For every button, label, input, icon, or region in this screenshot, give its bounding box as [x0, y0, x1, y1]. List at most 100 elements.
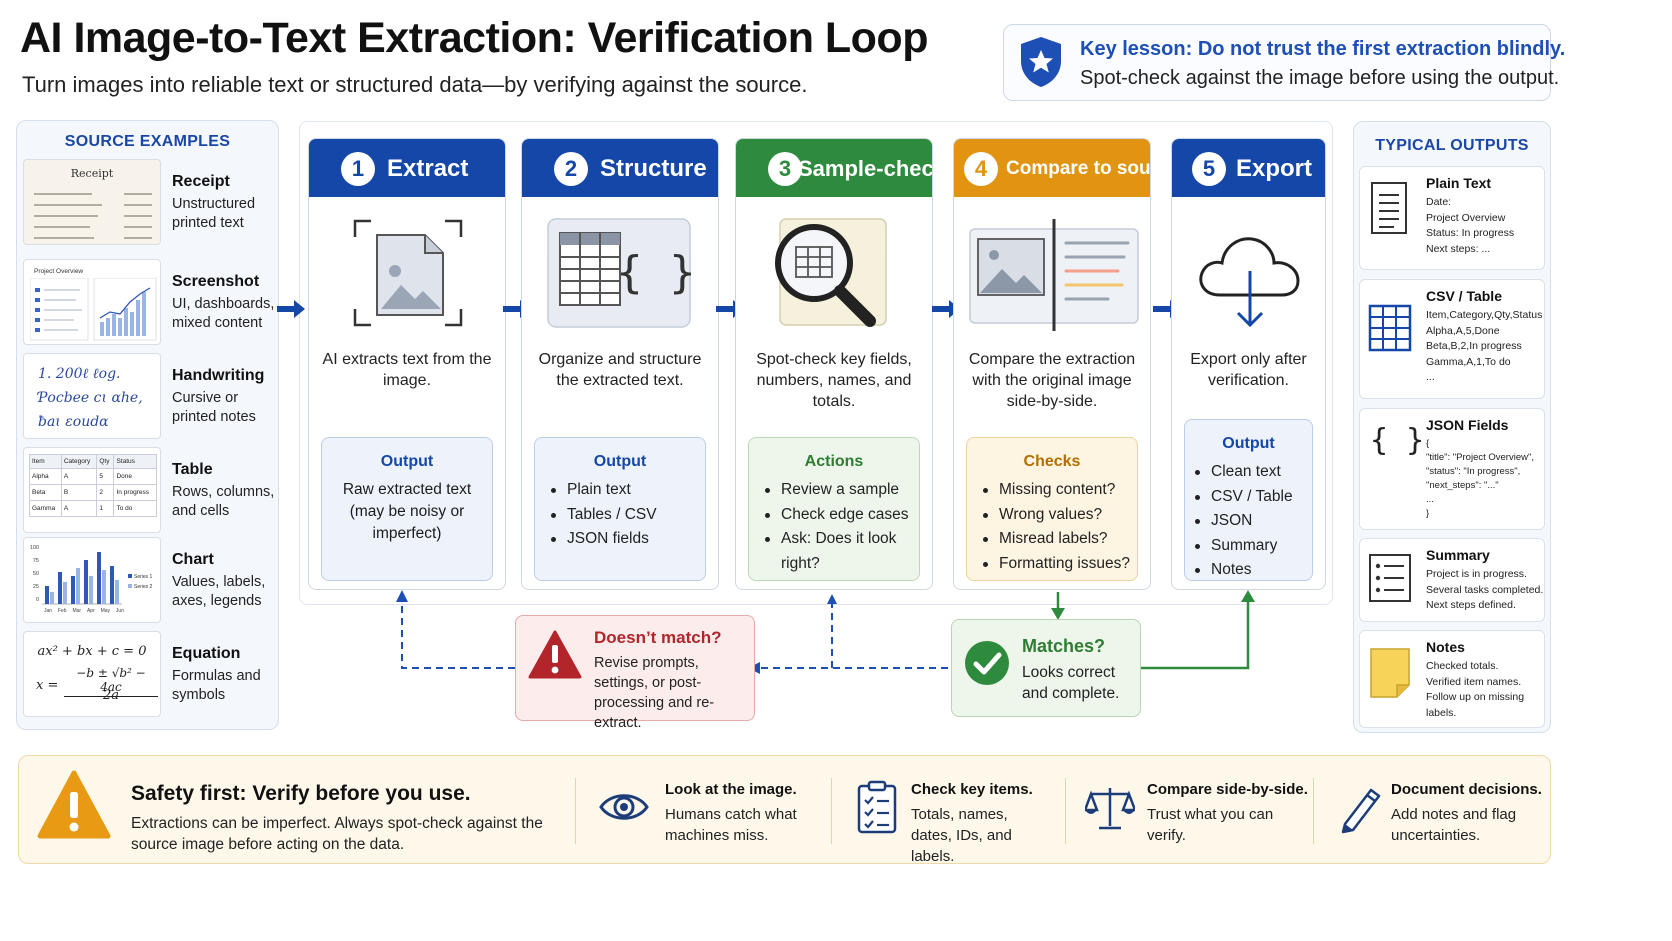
stage-output-title: Actions — [804, 453, 864, 470]
svg-text:{ }: { } — [616, 247, 694, 298]
output-item-summary: Summary Project is in progress. Several … — [1359, 538, 1545, 622]
page-subtitle: Turn images into reliable text or struct… — [22, 72, 808, 97]
output-sample: Date: Project Overview Status: In progre… — [1426, 196, 1515, 255]
source-name: Chart — [172, 551, 214, 568]
output-name: Plain Text — [1426, 175, 1492, 191]
output-sample: { "title": "Project Overview", "status":… — [1426, 438, 1534, 519]
tip-text: Totals, names, dates, IDs, and labels. — [911, 806, 1012, 865]
list-item: CSV / Table — [1195, 485, 1306, 510]
stage-output-box: Checks Missing content? Wrong values? Mi… — [966, 437, 1138, 581]
stage-output-list: Plain text Tables / CSV JSON fields — [551, 478, 699, 552]
curly-braces-icon: { } — [1370, 423, 1425, 458]
tip-title: Compare side-by-side. — [1147, 781, 1308, 798]
output-name: Summary — [1426, 547, 1490, 563]
screenshot-thumb-title: Project Overview — [34, 268, 84, 275]
output-item-notes: Notes Checked totals. Verified item name… — [1359, 630, 1545, 728]
output-name: CSV / Table — [1426, 288, 1502, 304]
typical-outputs-title: TYPICAL OUTPUTS — [1375, 137, 1529, 154]
source-item-chart: 100 75 50 25 0 Jan Feb — [23, 537, 273, 623]
list-item: Check edge cases — [765, 503, 913, 528]
mini-table-cell: To do — [113, 500, 157, 517]
balance-scale-icon — [1085, 788, 1135, 830]
pencil-icon — [1341, 788, 1381, 834]
source-desc: UI, dashboards, mixed content — [172, 296, 275, 331]
output-item-plain-text: Plain Text Date: Project Overview Status… — [1359, 166, 1545, 270]
receipt-lines — [34, 193, 152, 239]
tip-title: Document decisions. — [1391, 781, 1542, 798]
tip-document-decisions: Document decisions. Add notes and flag u… — [1335, 756, 1545, 865]
stage-number: 2 — [554, 152, 588, 186]
cloud-download-icon — [1199, 237, 1300, 328]
equation-line-1: ax² + bx + c = 0 — [37, 644, 147, 659]
safety-title: Safety first: Verify before you use. — [131, 782, 471, 805]
safety-banner: Safety first: Verify before you use. Ext… — [18, 755, 1551, 865]
stage-number: 5 — [1192, 152, 1226, 186]
mini-chart-xtick: Mar — [72, 608, 82, 614]
divider — [1065, 778, 1066, 844]
stage-header: 5 Export — [1172, 139, 1325, 197]
stage-output-box: Output Plain text Tables / CSV JSON fiel… — [534, 437, 706, 581]
output-sample: Checked totals. Verified item names. Fol… — [1426, 660, 1525, 719]
side-by-side-compare-icon — [969, 219, 1139, 331]
stage-output-box: Actions Review a sample Check edge cases… — [748, 437, 920, 581]
warning-triangle-icon — [528, 630, 582, 679]
output-sample: Item,Category,Qty,Status Alpha,A,5,Done … — [1426, 309, 1543, 383]
mini-chart-ytick: 0 — [35, 597, 39, 603]
output-name: JSON Fields — [1426, 417, 1509, 433]
source-item-table: Item Category Qty Status Alpha A 5 Done … — [23, 447, 275, 533]
list-item: Wrong values? — [983, 503, 1131, 528]
stage-title: Export — [1236, 155, 1313, 182]
list-item: Missing content? — [983, 478, 1131, 503]
stage-output-list: Missing content? Wrong values? Misread l… — [983, 478, 1131, 576]
mini-chart-xtick: Feb — [57, 608, 67, 614]
list-item: JSON fields — [551, 527, 699, 552]
stage-output-box: Output Raw extracted text (may be noisy … — [321, 437, 493, 581]
mini-chart-legend: Series 2 — [134, 584, 153, 590]
mini-table-cell: In progress — [113, 484, 157, 501]
source-examples-panel: SOURCE EXAMPLES Receipt Receipt Unstruct… — [16, 120, 279, 730]
list-item: Clean text — [1195, 460, 1306, 485]
key-lesson-callout: Key lesson: Do not trust the first extra… — [1003, 24, 1565, 101]
receipt-thumb-title: Receipt — [70, 167, 114, 180]
mini-chart-ytick: 50 — [32, 571, 39, 577]
stage-output-box: Output Clean text CSV / Table JSON Summa… — [1184, 419, 1313, 581]
mini-chart-bars — [42, 552, 122, 605]
stage-output-list: Review a sample Check edge cases Ask: Do… — [765, 478, 913, 576]
key-lesson-text: Spot-check against the image before usin… — [1080, 67, 1560, 89]
source-item-equation: ax² + bx + c = 0 x = −b ± √b² − 4ac 2a E… — [23, 631, 273, 717]
legend-swatch — [128, 584, 132, 588]
stage-description: Export only after verification. — [1190, 351, 1307, 389]
stage-title: Sample-check — [798, 156, 933, 181]
magnifier-search-icon — [775, 218, 887, 327]
tip-check-key-items: Check key items. Totals, names, dates, I… — [853, 756, 1083, 865]
stage-compare-to-source: 4 Compare to source Compare the extracti… — [953, 138, 1151, 590]
mini-chart-ytick: 25 — [32, 584, 39, 590]
match-title: Matches? — [1022, 636, 1106, 656]
source-item-receipt: Receipt Receipt Unstructured printed tex… — [23, 159, 273, 245]
source-desc: Cursive or printed notes — [172, 390, 256, 425]
output-name: Notes — [1426, 639, 1465, 655]
divider — [831, 778, 832, 844]
mini-chart-xtick: Jun — [115, 608, 124, 614]
mismatch-callout: Doesn’t match? Revise prompts, settings,… — [515, 615, 755, 731]
source-desc: Rows, columns, and cells — [172, 484, 275, 519]
handwriting-line: ƀaɩ εoudɑ baɗce. — [38, 414, 109, 430]
mini-table-cell: Gamma — [29, 500, 62, 517]
mini-chart-ytick: 75 — [32, 558, 39, 564]
list-item: Ask: Does it look right? — [765, 527, 913, 576]
stage-title: Extract — [387, 155, 469, 182]
arrow-right-icon — [277, 300, 305, 318]
safety-text: Extractions can be imperfect. Always spo… — [131, 815, 543, 853]
equation-lhs: x = — [36, 678, 59, 693]
list-item: Plain text — [551, 478, 699, 503]
table-thumbnail: Item Category Qty Status Alpha A 5 Done … — [23, 447, 161, 533]
divider — [1313, 778, 1314, 844]
stage-description: Spot-check key fields, numbers, names, a… — [756, 351, 912, 410]
list-item: Review a sample — [765, 478, 913, 503]
receipt-thumbnail: Receipt — [23, 159, 161, 245]
stage-description: Compare the extraction with the original… — [968, 351, 1136, 410]
page-title: AI Image-to-Text Extraction: Verificatio… — [20, 14, 928, 62]
legend-swatch — [128, 574, 132, 578]
tip-compare-side-by-side: Compare side-by-side. Trust what you can… — [1085, 756, 1315, 865]
equation-denominator: 2a — [102, 688, 120, 703]
